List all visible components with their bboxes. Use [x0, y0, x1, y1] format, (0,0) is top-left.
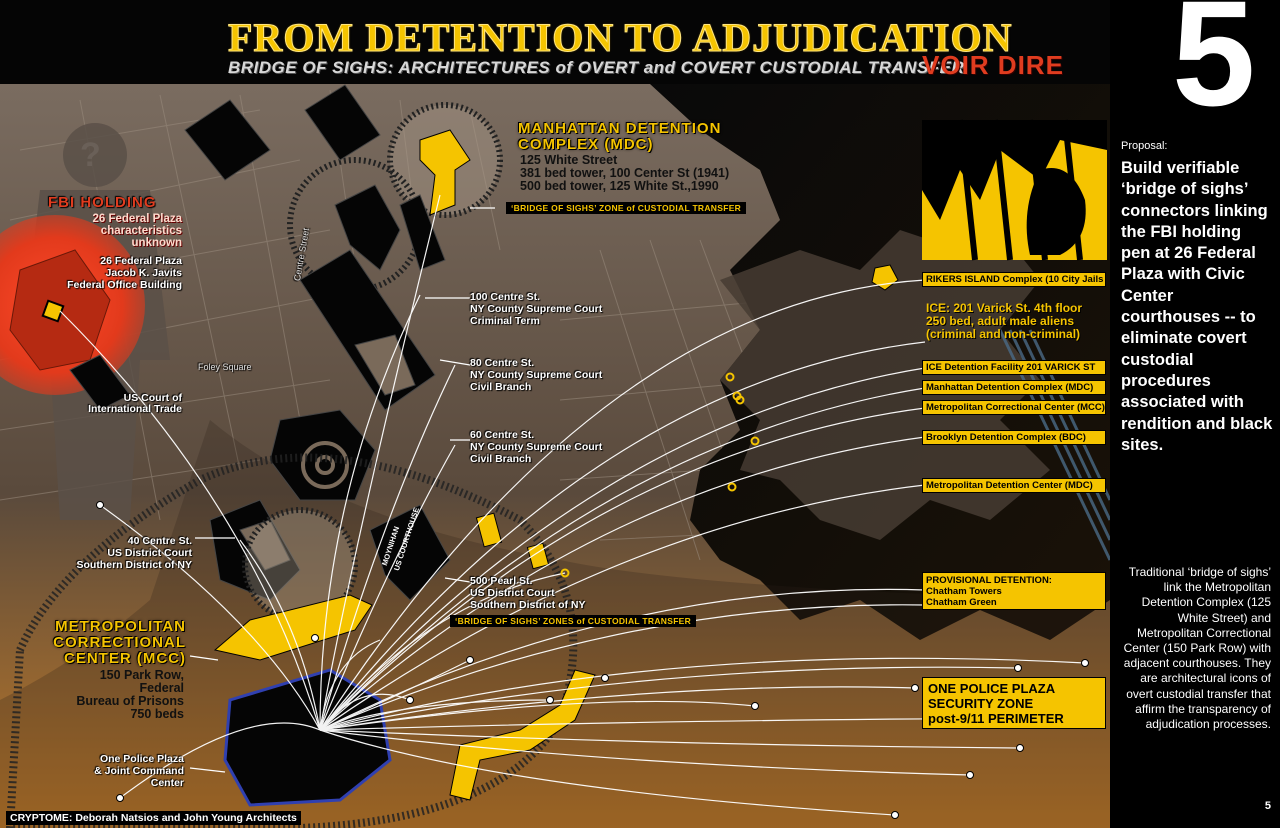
cit-label-1: US Court of [123, 392, 182, 404]
ice-line-2: 250 bed, adult male aliens [926, 314, 1075, 328]
yellow-structures [213, 264, 899, 801]
opp-line-3: Center [150, 777, 184, 789]
security-line-2: SECURITY ZONE [928, 696, 1034, 711]
fbi-bldg-3: Federal Office Building [67, 279, 182, 291]
c80-line-3: Civil Branch [470, 381, 532, 393]
mcc-title-1: METROPOLITAN [55, 618, 186, 635]
page-title: FROM DETENTION TO ADJUDICATION [228, 15, 1013, 61]
c80-line-1: 80 Centre St. [470, 357, 535, 369]
rikers-label: RIKERS ISLAND Complex (10 City Jails [922, 272, 1106, 287]
mdc-desc-1: 125 White Street [520, 153, 618, 167]
provisional-line-3: Chatham Green [926, 597, 997, 608]
rotunda-60-centre [301, 441, 349, 489]
sidebar: 5 Proposal: Build verifiable ‘bridge of … [1110, 0, 1280, 828]
facility-mcc: Metropolitan Correctional Center (MCC) [922, 400, 1106, 415]
mdc-zone-dotted [387, 102, 503, 218]
mdc-title-2: COMPLEX (MDC) [518, 136, 654, 153]
label-pointers [189, 207, 495, 773]
map-area: ? Centre Street Foley Square FBI HOLDING… [0, 84, 1110, 828]
cit-label-2: International Trade [88, 403, 182, 415]
security-line-1: ONE POLICE PLAZA [928, 681, 1056, 696]
c100-line-3: Criminal Term [470, 315, 540, 327]
mcc-desc-4: 750 beds [130, 707, 184, 721]
traditional-text: Traditional ‘bridge of sighs’ link the M… [1123, 565, 1271, 732]
mcc-desc-2: Federal [139, 681, 184, 695]
facility-ice-varick: ICE Detention Facility 201 VARICK ST [922, 360, 1106, 375]
fbi-desc-3: unknown [131, 237, 182, 249]
facility-bdc: Brooklyn Detention Complex (BDC) [922, 430, 1106, 445]
page-number-large: 5 [1172, 0, 1256, 137]
mdc-building [419, 129, 471, 216]
facility-mdc-brooklyn: Metropolitan Detention Center (MDC) [922, 478, 1106, 493]
provisional-line-2: Chatham Towers [926, 586, 1002, 597]
facility-mdc: Manhattan Detention Complex (MDC) [922, 380, 1106, 395]
c500-line-2: US District Court [470, 587, 555, 599]
mcc-desc-3: Bureau of Prisons [76, 694, 184, 708]
c100-line-2: NY County Supreme Court [470, 303, 603, 315]
provisional-box: PROVISIONAL DETENTION: Chatham Towers Ch… [922, 572, 1106, 610]
c60-line-2: NY County Supreme Court [470, 441, 603, 453]
land-brooklyn [720, 230, 1050, 540]
question-mark: ? [80, 136, 101, 174]
buildings [69, 84, 451, 601]
c40-line-1: 40 Centre St. [127, 535, 192, 547]
street-label-foley: Foley Square [198, 362, 252, 372]
proposal-text: Build verifiable ‘bridge of sighs’ conne… [1121, 159, 1273, 454]
page-number-small: 5 [1264, 800, 1271, 812]
c80-line-2: NY County Supreme Court [470, 369, 603, 381]
c40-line-3: Southern District of NY [76, 559, 192, 571]
ice-line-1: ICE: 201 Varick St. 4th floor [926, 301, 1083, 315]
page-subtitle: BRIDGE OF SIGHS: ARCHITECTURES of OVERT … [228, 58, 965, 77]
endpoint-dots [96, 501, 1089, 819]
ice-line-3: (criminal and non-criminal) [926, 327, 1081, 341]
rikers-photo [922, 119, 1107, 261]
mdc-desc-3: 500 bed tower, 125 White St.,1990 [520, 179, 719, 193]
mdc-zone-tag: ‘BRIDGE OF SIGHS’ ZONE of CUSTODIAL TRAN… [506, 202, 747, 214]
facility-dots [560, 372, 760, 578]
mcc-title-3: CENTER (MCC) [64, 650, 186, 667]
fbi-title: FBI HOLDING [48, 194, 157, 211]
mcc-zone-halo [245, 510, 355, 620]
fbi-desc-1: 26 Federal Plaza [92, 213, 183, 225]
opp-line-2: & Joint Command [94, 765, 184, 777]
fbi-marker [41, 299, 65, 323]
c60-line-1: 60 Centre St. [470, 429, 535, 441]
opp-line-1: One Police Plaza [99, 753, 184, 765]
c500-line-3: Southern District of NY [470, 599, 586, 611]
fbi-desc-2: characteristics [100, 225, 182, 237]
header-bar: FROM DETENTION TO ADJUDICATION BRIDGE OF… [0, 0, 1110, 84]
security-line-3: post-9/11 PERIMETER [928, 711, 1064, 726]
section-title: VOIR DIRE [922, 50, 1064, 80]
c100-line-1: 100 Centre St. [470, 291, 541, 303]
c40-line-2: US District Court [107, 547, 192, 559]
mdc-desc-2: 381 bed tower, 100 Center St (1941) [520, 166, 730, 180]
mcc-outer-perimeter [5, 453, 578, 828]
mcc-title-2: CORRECTIONAL [53, 634, 186, 651]
fbi-bldg-1: 26 Federal Plaza [100, 255, 182, 267]
credit-line: CRYPTOME: Deborah Natsios and John Young… [6, 811, 301, 825]
proposal-label: Proposal: [1121, 140, 1168, 152]
c500-line-1: 500 Pearl St. [470, 575, 533, 587]
security-zone-box: ONE POLICE PLAZA SECURITY ZONE post-9/11… [922, 677, 1106, 729]
zones-tag: ‘BRIDGE OF SIGHS’ ZONES of CUSTODIAL TRA… [450, 615, 697, 627]
fbi-bldg-2: Jacob K. Javits [105, 267, 182, 279]
mdc-title-1: MANHATTAN DETENTION [518, 120, 722, 137]
provisional-line-1: PROVISIONAL DETENTION: [926, 575, 1052, 586]
transfer-lines [59, 194, 1086, 816]
mcc-desc-1: 150 Park Row, [99, 668, 184, 682]
c60-line-3: Civil Branch [470, 453, 532, 465]
